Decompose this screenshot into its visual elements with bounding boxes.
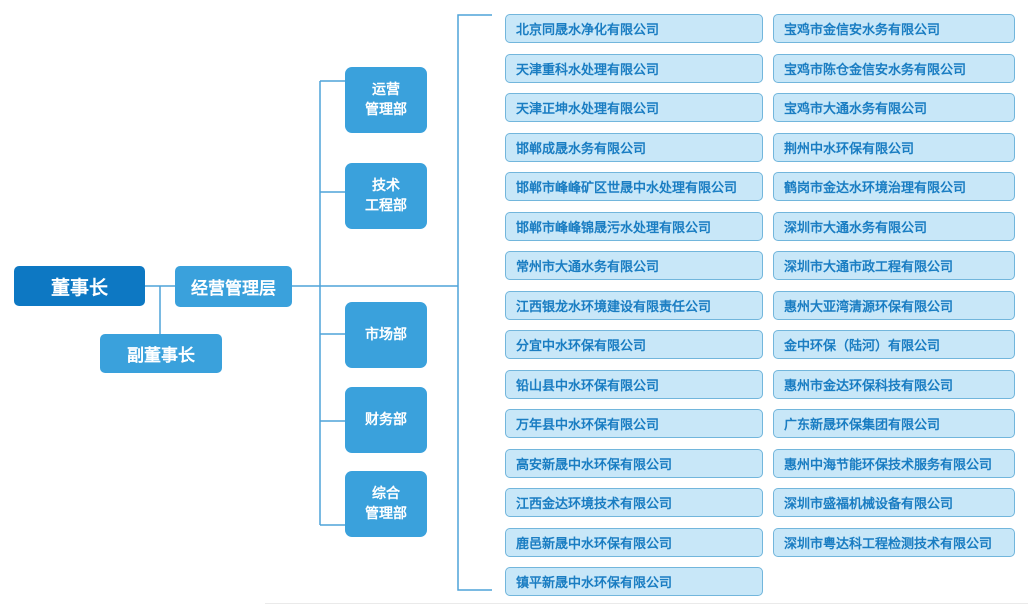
subsidiary-box: 分宜中水环保有限公司 xyxy=(505,330,763,359)
subsidiary-box: 邯郸市峰峰矿区世晟中水处理有限公司 xyxy=(505,172,763,201)
subsidiary-box: 荆州中水环保有限公司 xyxy=(773,132,1015,162)
department-box: 运营管理部 xyxy=(345,67,427,133)
department-box: 综合管理部 xyxy=(345,471,427,537)
subsidiary-box: 邯郸成晟水务有限公司 xyxy=(505,132,763,162)
subsidiary-box: 高安新晟中水环保有限公司 xyxy=(505,448,763,478)
department-label: 技术 xyxy=(372,178,400,194)
subsidiary-box: 惠州市金达环保科技有限公司 xyxy=(773,369,1015,399)
subsidiary-box: 深圳市盛福机械设备有限公司 xyxy=(773,488,1015,517)
department-label: 运营 xyxy=(372,82,400,98)
department-label: 综合 xyxy=(372,486,400,502)
subsidiary-box: 广东新晟环保集团有限公司 xyxy=(773,409,1015,438)
subsidiary-box: 万年县中水环保有限公司 xyxy=(505,409,763,438)
page-bottom-divider xyxy=(265,603,1028,604)
subsidiary-box: 鹤岗市金达水环境治理有限公司 xyxy=(773,172,1015,201)
chairman-box: 董事长 xyxy=(14,266,145,306)
subsidiary-box: 金中环保（陆河）有限公司 xyxy=(773,330,1015,359)
subsidiary-box: 鹿邑新晟中水环保有限公司 xyxy=(505,527,763,557)
subsidiary-box: 宝鸡市大通水务有限公司 xyxy=(773,93,1015,122)
subsidiary-box: 宝鸡市金信安水务有限公司 xyxy=(773,14,1015,43)
subsidiary-box: 惠州中海节能环保技术服务有限公司 xyxy=(773,448,1015,478)
management-layer-box: 经营管理层 xyxy=(175,266,292,307)
department-box: 技术工程部 xyxy=(345,163,427,229)
department-label: 管理部 xyxy=(365,102,407,118)
department-label: 管理部 xyxy=(365,506,407,522)
vice-chairman-box: 副董事长 xyxy=(100,334,222,373)
subsidiary-box: 北京同晟水净化有限公司 xyxy=(505,14,763,43)
department-box: 财务部 xyxy=(345,387,427,453)
subsidiary-box: 深圳市大通水务有限公司 xyxy=(773,211,1015,241)
subsidiary-box: 深圳市大通市政工程有限公司 xyxy=(773,251,1015,280)
subsidiary-box: 惠州大亚湾清源环保有限公司 xyxy=(773,290,1015,320)
department-box: 市场部 xyxy=(345,302,427,368)
subsidiary-box: 邯郸市峰峰锦晟污水处理有限公司 xyxy=(505,211,763,241)
subsidiary-box: 天津重科水处理有限公司 xyxy=(505,53,763,83)
department-label: 财务部 xyxy=(365,412,407,428)
subsidiary-box: 深圳市粤达科工程检测技术有限公司 xyxy=(773,527,1015,557)
subsidiary-box: 铅山县中水环保有限公司 xyxy=(505,369,763,399)
subsidiary-box: 宝鸡市陈仓金信安水务有限公司 xyxy=(773,53,1015,83)
department-label: 市场部 xyxy=(365,327,407,343)
subsidiary-box: 江西银龙水环境建设有限责任公司 xyxy=(505,290,763,320)
subsidiary-box: 江西金达环境技术有限公司 xyxy=(505,488,763,517)
subsidiary-box: 镇平新晟中水环保有限公司 xyxy=(505,567,763,596)
subsidiary-box: 天津正坤水处理有限公司 xyxy=(505,93,763,122)
department-label: 工程部 xyxy=(365,198,407,214)
subsidiary-box: 常州市大通水务有限公司 xyxy=(505,251,763,280)
